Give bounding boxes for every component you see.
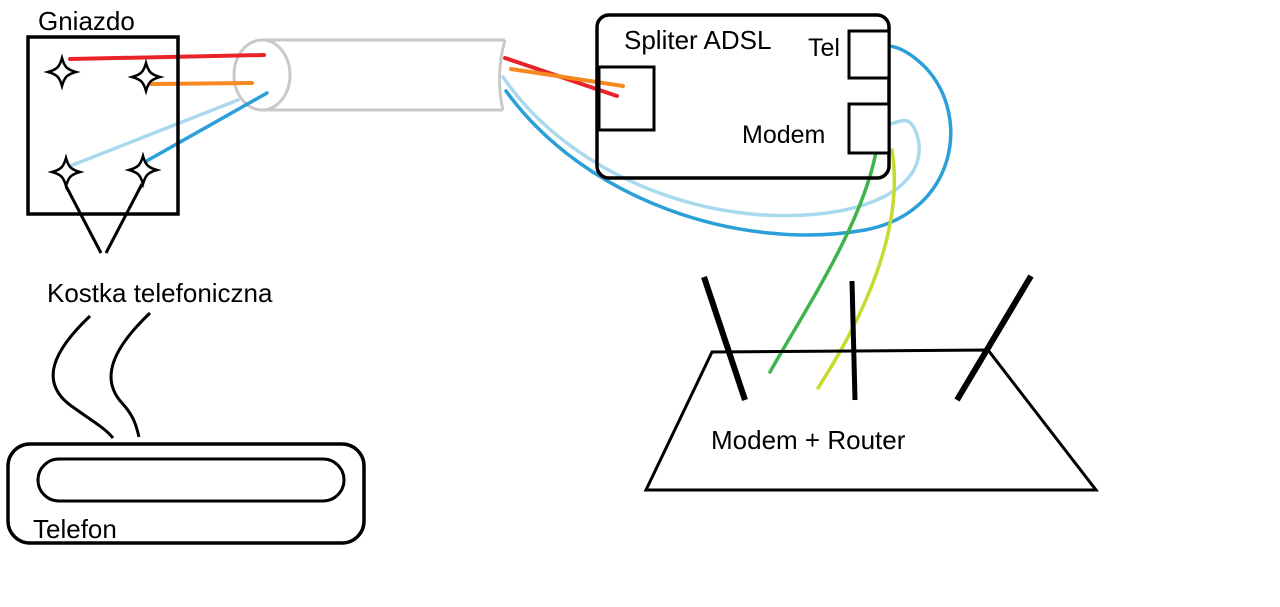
- terminal-block-label: Kostka telefoniczna: [47, 278, 273, 308]
- green-wire-modem-to-router: [768, 150, 878, 374]
- contact-star-icon: [127, 58, 165, 96]
- blue-wire-socket-segment: [141, 91, 269, 165]
- orange-wire-socket-segment: [148, 81, 254, 86]
- splitter-modem-port-label: Modem: [742, 121, 825, 149]
- cable-sheath-end-face: [232, 38, 292, 112]
- phone-handset-slot: [36, 457, 346, 503]
- router-antenna-right: [954, 274, 1034, 402]
- splitter-label: Spliter ADSL: [624, 25, 771, 55]
- splitter-tel-port: [847, 29, 891, 80]
- orange-wire-splitter-segment: [509, 67, 625, 88]
- phone-squiggle-left: [51, 314, 115, 439]
- splitter-box: [595, 13, 891, 180]
- router-label: Modem + Router: [711, 425, 906, 455]
- light-blue-wire-arc: [501, 75, 921, 218]
- splitter-modem-port: [847, 102, 891, 155]
- blue-wire-arc: [504, 44, 953, 237]
- cable-sheath-open-end: [497, 39, 507, 111]
- phone-squiggle-right: [109, 311, 152, 438]
- socket-box: [26, 35, 180, 216]
- socket-label: Gniazdo: [38, 6, 135, 36]
- router-body: [643, 348, 1100, 492]
- terminal-block-pointer-left: [64, 185, 103, 254]
- contact-star-icon: [43, 53, 81, 91]
- splitter-tel-port-label: Tel: [808, 34, 840, 62]
- terminal-block-pointer-right: [104, 183, 144, 254]
- splitter-line-port: [597, 65, 656, 132]
- light-blue-wire-socket-segment: [68, 98, 240, 168]
- phone-label: Telefon: [33, 514, 117, 544]
- router-antenna-middle: [849, 280, 858, 401]
- cable-sheath: [232, 38, 507, 112]
- router-antenna-left: [701, 276, 748, 401]
- yellow-green-wire-modem-to-router: [816, 148, 897, 390]
- phone-body: [6, 442, 366, 545]
- contact-star-icon: [124, 151, 162, 189]
- red-wire-socket-segment: [68, 53, 266, 61]
